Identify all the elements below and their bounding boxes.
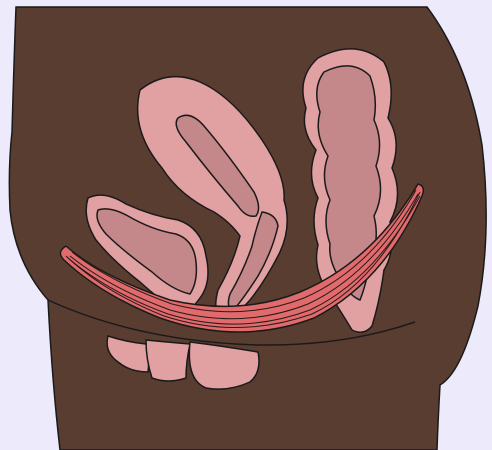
- labia-center: [146, 340, 190, 381]
